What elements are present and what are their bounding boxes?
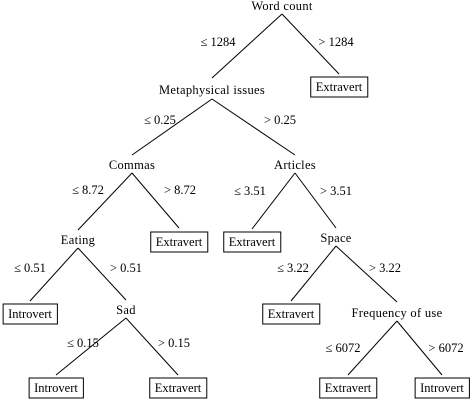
edge-commas-to-eating xyxy=(77,172,133,231)
leaf-label: Extravert xyxy=(156,235,203,249)
node-eating: Eating xyxy=(61,233,96,247)
edge-word-count-to-leaf-1 xyxy=(281,13,340,75)
leaf-extravert-leaf-2: Extravert xyxy=(150,231,209,253)
node-metaphysical-issues: Metaphysical issues xyxy=(159,83,265,97)
node-commas: Commas xyxy=(109,158,155,172)
node-word-count: Word count xyxy=(251,0,313,13)
edge-articles-to-leaf-3 xyxy=(251,172,296,230)
edge-label-e16: > 6072 xyxy=(428,341,463,355)
leaf-extravert-leaf-3: Extravert xyxy=(223,231,282,253)
edge-label-e3: ≤ 0.25 xyxy=(144,113,176,127)
leaf-introvert-leaf-9: Introvert xyxy=(414,377,470,399)
edge-label-e2: > 1284 xyxy=(318,35,354,49)
edge-metaphysical-issues-to-commas xyxy=(131,98,213,156)
edge-label-e11: ≤ 0.15 xyxy=(67,336,99,350)
edge-eating-to-leaf-4 xyxy=(29,247,79,302)
edge-frequency-of-use-to-leaf-8 xyxy=(347,320,398,376)
edge-label-e15: ≤ 6072 xyxy=(326,341,361,355)
edge-sad-to-leaf-6 xyxy=(125,317,179,376)
edge-label-e1: ≤ 1284 xyxy=(201,35,237,49)
leaf-label: Introvert xyxy=(34,381,78,395)
leaf-box xyxy=(223,231,282,253)
edge-metaphysical-issues-to-articles xyxy=(211,98,296,156)
edge-label-e5: ≤ 8.72 xyxy=(72,183,104,197)
node-frequency-of-use: Frequency of use xyxy=(352,306,443,320)
leaf-box xyxy=(149,377,208,399)
edge-label-e13: ≤ 3.22 xyxy=(277,261,309,275)
leaf-label: Introvert xyxy=(8,307,52,321)
node-space: Space xyxy=(320,231,351,245)
edge-label-e10: > 0.51 xyxy=(110,261,142,275)
leaf-box xyxy=(28,377,84,399)
leaf-box xyxy=(150,231,209,253)
leaf-label: Extravert xyxy=(268,307,315,321)
leaf-extravert-leaf-6: Extravert xyxy=(149,377,208,399)
edge-word-count-to-metaphysical-issues xyxy=(211,13,283,79)
leaf-box xyxy=(310,76,369,98)
leaf-extravert-leaf-7: Extravert xyxy=(262,303,321,325)
edge-sad-to-leaf-5 xyxy=(55,317,127,376)
edge-eating-to-sad xyxy=(77,247,127,301)
edge-commas-to-leaf-2 xyxy=(131,172,180,229)
leaf-introvert-leaf-4: Introvert xyxy=(2,303,58,325)
leaf-label: Extravert xyxy=(229,235,276,249)
leaf-extravert-leaf-8: Extravert xyxy=(319,377,378,399)
edge-label-e12: > 0.15 xyxy=(158,336,190,350)
leaf-label: Extravert xyxy=(155,381,202,395)
edges-layer: ≤ 1284 > 1284 ≤ 0.25 > 0.25 ≤ 8.72 > 8.72 ≤ 3.… xyxy=(14,13,464,376)
leaf-label: Extravert xyxy=(316,80,363,94)
edge-label-e8: > 3.51 xyxy=(320,184,352,198)
edge-label-e14: > 3.22 xyxy=(369,261,401,275)
leaf-box xyxy=(262,303,321,325)
leaf-box xyxy=(2,303,58,325)
leaf-label: Extravert xyxy=(325,381,372,395)
node-sad: Sad xyxy=(116,303,136,317)
node-articles: Articles xyxy=(274,158,316,172)
leaf-box xyxy=(414,377,470,399)
leaf-label: Introvert xyxy=(420,381,464,395)
leaf-introvert-leaf-5: Introvert xyxy=(28,377,84,399)
edge-label-e9: ≤ 0.51 xyxy=(14,261,46,275)
leaf-extravert-leaf-1: Extravert xyxy=(310,76,369,98)
edge-label-e6: > 8.72 xyxy=(164,183,196,197)
edge-frequency-of-use-to-leaf-9 xyxy=(396,320,443,376)
leaf-box xyxy=(319,377,378,399)
edge-space-to-leaf-7 xyxy=(290,245,337,302)
edge-label-e7: ≤ 3.51 xyxy=(234,184,266,198)
edge-articles-to-space xyxy=(294,172,337,229)
edge-label-e4: > 0.25 xyxy=(264,113,296,127)
edge-space-to-frequency-of-use xyxy=(335,245,398,303)
